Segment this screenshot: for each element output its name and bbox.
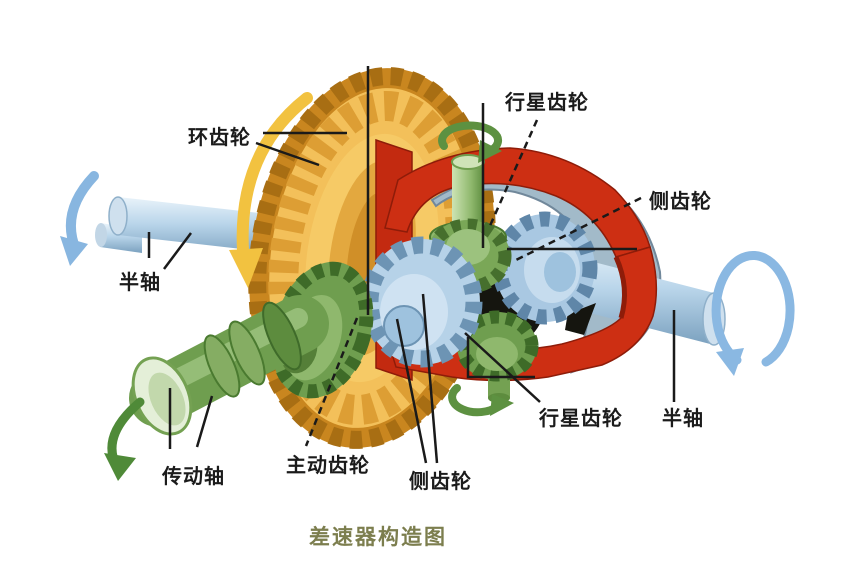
drive-shaft	[129, 295, 329, 436]
drive-shaft-rotation-arrow-icon	[104, 397, 145, 481]
label-drive-pinion: 主动齿轮	[286, 453, 370, 477]
half-shaft-left-rotation-arrow-icon	[60, 171, 99, 266]
diagram-title: 差速器构造图	[309, 525, 447, 549]
planet-gear-top	[424, 154, 512, 294]
label-ring-gear: 环齿轮	[188, 125, 251, 149]
label-side-gear-right: 侧齿轮	[649, 189, 712, 213]
ring-gear-rotation-arrow-icon	[229, 92, 313, 288]
side-gear-right	[492, 211, 598, 325]
half-shaft-right-rotation-arrow-icon	[711, 250, 795, 376]
label-side-gear-bottom: 侧齿轮	[409, 469, 472, 493]
planet-bottom-rotation-arrow-icon	[448, 384, 514, 417]
label-planet-gear-bottom: 行星齿轮	[538, 406, 623, 430]
side-gear-front	[361, 236, 483, 368]
label-half-shaft-right: 半轴	[662, 406, 704, 430]
label-planet-gear-top: 行星齿轮	[504, 90, 589, 114]
label-half-shaft-left: 半轴	[119, 270, 161, 294]
label-drive-shaft: 传动轴	[161, 464, 225, 488]
leader-lines	[147, 66, 676, 464]
